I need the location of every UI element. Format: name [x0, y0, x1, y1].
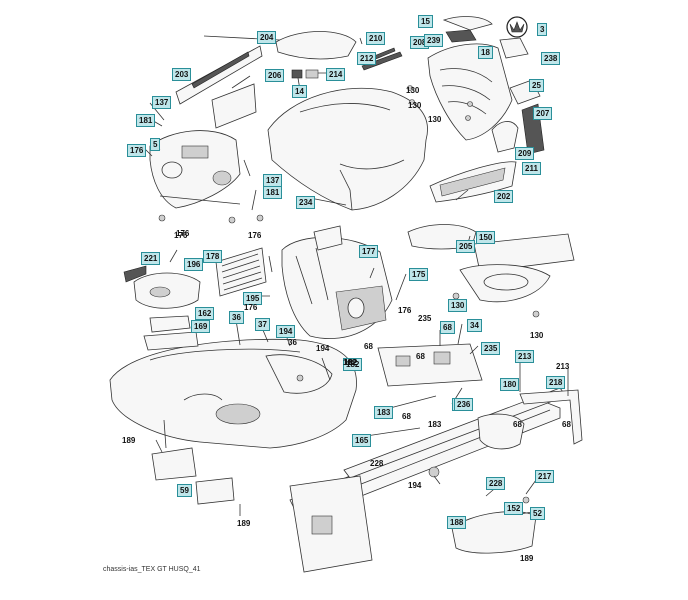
part-number-228: 228 [370, 459, 384, 468]
callout-202: 202 [494, 190, 514, 203]
part-number-68: 68 [416, 352, 425, 361]
callout-211: 211 [522, 162, 541, 175]
callout-36: 36 [229, 311, 244, 324]
callout-169: 169 [191, 320, 211, 333]
callout-181: 181 [263, 186, 283, 199]
part-number-176: 176 [248, 231, 262, 240]
callout-181: 181 [136, 114, 156, 127]
callout-212: 212 [357, 52, 377, 65]
callout-18: 18 [478, 46, 493, 59]
callout-234: 234 [296, 196, 316, 209]
part-number-176: 176 [174, 231, 188, 240]
callout-34: 34 [467, 319, 482, 332]
part-number-235: 235 [418, 314, 432, 323]
part-number-68: 68 [364, 342, 373, 351]
callout-162: 162 [195, 307, 215, 320]
part-number-68: 68 [402, 412, 411, 421]
part-number-176: 176 [244, 303, 258, 312]
part-number-182: 182 [343, 358, 357, 367]
part-number-213: 213 [556, 362, 570, 371]
callout-205: 205 [456, 240, 476, 253]
callout-182: 182 [343, 358, 363, 371]
callout-176: 176 [127, 144, 147, 157]
callout-175: 175 [409, 268, 429, 281]
callout-52: 52 [530, 507, 545, 520]
callout-213: 213 [515, 350, 535, 363]
callout-150: 150 [476, 231, 496, 244]
part-number-194: 194 [408, 481, 422, 490]
callout-178: 178 [203, 250, 223, 263]
part-number-176: 176 [176, 229, 190, 238]
callout-130: 130 [448, 299, 468, 312]
callout-180: 180 [500, 378, 520, 391]
part-number-68: 68 [562, 420, 571, 429]
callout-14: 14 [292, 85, 307, 98]
callout-217: 217 [535, 470, 555, 483]
callout-37: 37 [255, 318, 270, 331]
callout-188: 188 [447, 516, 467, 529]
callout-177: 177 [359, 245, 379, 258]
callout-238: 238 [541, 52, 561, 65]
callout-218: 218 [546, 376, 566, 389]
part-number-130: 130 [408, 101, 422, 110]
part-number-176: 176 [398, 306, 412, 315]
callout-165: 165 [352, 434, 372, 447]
part-number-130: 130 [428, 115, 442, 124]
callout-239: 239 [424, 34, 444, 47]
callout-214: 214 [326, 68, 346, 81]
part-number-183: 183 [428, 420, 442, 429]
part-number-36: 36 [288, 338, 297, 347]
callout-236: 236 [454, 398, 474, 411]
callout-137: 137 [152, 96, 172, 109]
callout-59: 59 [177, 484, 192, 497]
callout-207: 207 [533, 107, 553, 120]
part-number-130: 130 [530, 331, 544, 340]
callout-203: 203 [172, 68, 192, 81]
callout-228: 228 [486, 477, 506, 490]
callout-25: 25 [529, 79, 544, 92]
callout-196: 196 [184, 258, 204, 271]
callout-68: 68 [440, 321, 455, 334]
callout-194: 194 [276, 325, 296, 338]
part-number-194: 194 [316, 344, 330, 353]
part-number-130: 130 [406, 86, 420, 95]
callout-204: 204 [257, 31, 277, 44]
part-number-189: 189 [520, 554, 534, 563]
callout-195: 195 [243, 292, 263, 305]
part-number-68: 68 [513, 420, 522, 429]
part-number-189: 189 [122, 436, 136, 445]
callout-221: 221 [141, 252, 161, 265]
callout-3: 3 [537, 23, 548, 36]
callout-15: 15 [418, 15, 433, 28]
callout-206: 206 [265, 69, 285, 82]
part-number-182: 182 [344, 358, 358, 367]
callout-5: 5 [150, 138, 161, 151]
callout-183: 183 [374, 406, 394, 419]
callout-210: 210 [366, 32, 386, 45]
diagram-caption: chassis-ias_TEX GT HUSQ_41 [103, 566, 201, 573]
callout-209: 209 [515, 147, 535, 160]
part-number-189: 189 [237, 519, 251, 528]
callout-152: 152 [504, 502, 524, 515]
callout-235: 235 [481, 342, 501, 355]
